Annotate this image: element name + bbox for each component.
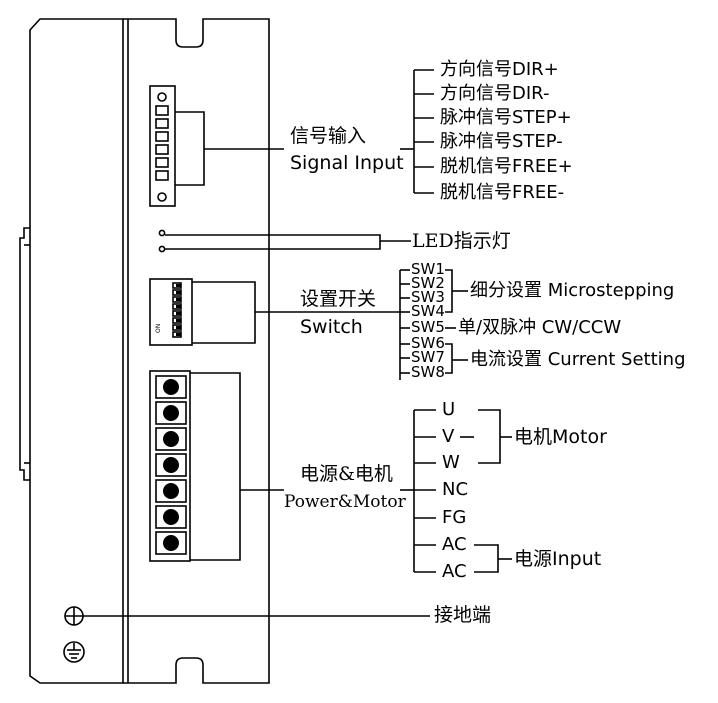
- terminal-screw-heads: [163, 379, 179, 551]
- current-group-label: 电流设置 Current Setting: [470, 349, 686, 370]
- dip-on-label: ON: [155, 324, 162, 333]
- led-2: [158, 245, 166, 253]
- dip-switch: [149, 278, 193, 346]
- power-input-label: 电源Input: [514, 548, 602, 570]
- terminal-ac-1: AC: [442, 534, 467, 555]
- rear-panel: [29, 18, 124, 684]
- signal-item-step-plus: 脉冲信号STEP+: [440, 107, 572, 128]
- ground-label: 接地端: [434, 604, 492, 626]
- terminal-fg: FG: [442, 507, 467, 528]
- power-title-en: Power&Motor: [284, 492, 406, 512]
- sw7-label: SW7: [411, 348, 445, 366]
- sw8-label: SW8: [411, 363, 445, 381]
- sw2-label: SW2: [411, 274, 445, 292]
- switch-title-cn: 设置开关: [300, 288, 377, 310]
- led-label: LED指示灯: [412, 230, 511, 252]
- terminal-ac-2: AC: [442, 561, 467, 582]
- terminal-u: U: [442, 399, 456, 420]
- sw1-label: SW1: [411, 260, 445, 278]
- microstep-group-label: 细分设置 Microstepping: [470, 280, 675, 301]
- signal-connector: [149, 85, 176, 207]
- pulse-mode-group-label: 单/双脉冲 CW/CCW: [458, 317, 622, 338]
- front-plate: [123, 18, 270, 684]
- signal-pins: [155, 105, 169, 181]
- dip-switch-dark: [176, 284, 181, 336]
- signal-item-free-minus: 脱机信号FREE-: [440, 182, 565, 203]
- power-title-cn: 电源&电机: [300, 463, 393, 485]
- signal-item-dir-minus: 方向信号DIR-: [440, 83, 550, 104]
- signal-title-en: Signal Input: [290, 152, 404, 174]
- signal-title-cn: 信号输入: [290, 125, 367, 147]
- sw3-label: SW3: [411, 288, 445, 306]
- ground-symbol: [63, 641, 85, 663]
- side-mount-bracket: [19, 227, 30, 481]
- terminal-w: W: [442, 452, 460, 473]
- signal-item-free-plus: 脱机信号FREE+: [440, 156, 573, 177]
- sw4-label: SW4: [411, 302, 445, 320]
- signal-item-dir-plus: 方向信号DIR+: [440, 59, 559, 80]
- terminal-v: V: [442, 426, 455, 447]
- switch-title-en: Switch: [300, 316, 363, 338]
- signal-item-step-minus: 脉冲信号STEP-: [440, 131, 563, 152]
- power-terminal-block: [149, 370, 191, 562]
- terminal-screws: [155, 375, 187, 555]
- terminal-nc: NC: [442, 479, 469, 500]
- led-1: [158, 229, 166, 237]
- motor-label: 电机Motor: [514, 426, 607, 448]
- sw5-label: SW5: [411, 318, 445, 336]
- sw6-label: SW6: [411, 334, 445, 352]
